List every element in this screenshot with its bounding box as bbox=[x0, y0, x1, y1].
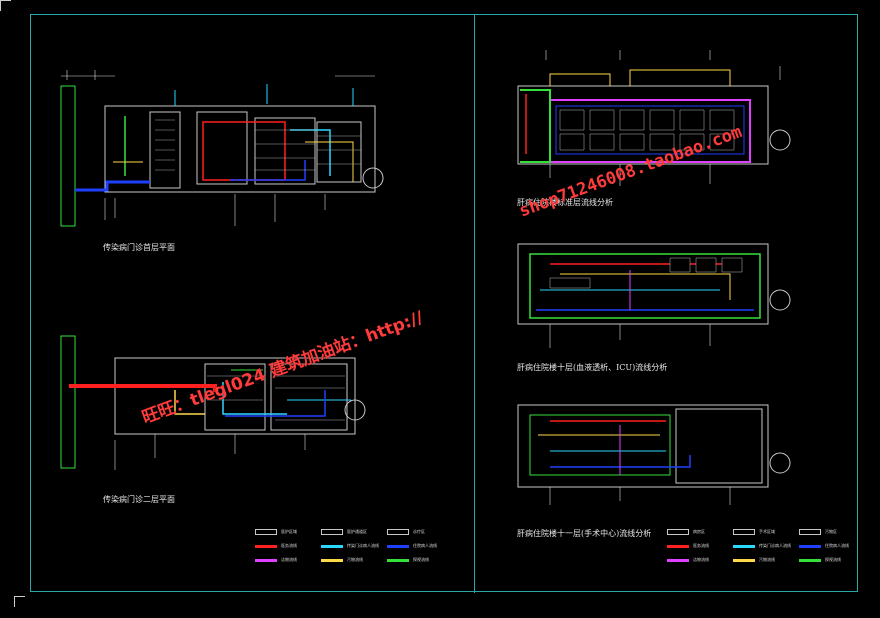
legend-label: 手术区域 bbox=[759, 529, 775, 534]
legend-label: 病房区 bbox=[693, 529, 705, 534]
drawing-sheet-frame bbox=[30, 14, 858, 593]
legend-item: 探视流线 bbox=[799, 556, 863, 564]
legend-swatch bbox=[321, 529, 343, 535]
legend-item: 病房区 bbox=[667, 528, 731, 536]
legend-swatch bbox=[667, 544, 689, 548]
legend-swatch bbox=[799, 529, 821, 535]
ucs-origin-mark bbox=[0, 0, 11, 11]
legend-swatch bbox=[387, 558, 409, 562]
legend-item: 住院病人流线 bbox=[799, 542, 863, 550]
legend-item: 传染门诊病人流线 bbox=[321, 542, 385, 550]
legend-label: 污物流线 bbox=[759, 557, 775, 562]
legend-swatch bbox=[733, 558, 755, 562]
outpatient-second-floor-plan bbox=[60, 335, 366, 470]
legend-item: 医护通道区 bbox=[321, 528, 385, 536]
left-top-caption: 传染病门诊首层平面 bbox=[103, 243, 175, 252]
legend-item: 医务流线 bbox=[667, 542, 731, 550]
legend-item: 污物流线 bbox=[321, 556, 385, 564]
legend-swatch bbox=[255, 529, 277, 535]
legend-label: 医务流线 bbox=[693, 543, 709, 548]
right-top-caption: 肝病住院楼标准层流线分析 bbox=[517, 198, 613, 207]
legend-label: 污物区 bbox=[825, 529, 837, 534]
legend-swatch bbox=[321, 544, 343, 548]
legend-swatch bbox=[733, 529, 755, 535]
legend-swatch bbox=[667, 558, 689, 562]
legend-item: 手术区域 bbox=[733, 528, 797, 536]
legend-swatch bbox=[799, 558, 821, 562]
legend-swatch bbox=[799, 544, 821, 548]
legend-label: 洁物流线 bbox=[281, 557, 297, 562]
legend-item: 污物区 bbox=[799, 528, 863, 536]
legend-swatch bbox=[667, 529, 689, 535]
legend-label: 医护区域 bbox=[281, 529, 297, 534]
legend-swatch bbox=[321, 558, 343, 562]
right-bot-caption: 肝病住院楼十一层(手术中心)流线分析 bbox=[517, 529, 652, 538]
legend-label: 住院病人流线 bbox=[413, 543, 437, 548]
legend-item: 洁物流线 bbox=[255, 556, 319, 564]
legend-label: 诊疗区 bbox=[413, 529, 425, 534]
right-legend: 病房区 手术区域 污物区医务流线 传染门诊病人流线 住院病人流线洁物流线 污物流线 探视流线 bbox=[667, 528, 863, 564]
legend-label: 传染门诊病人流线 bbox=[759, 543, 791, 548]
legend-swatch bbox=[255, 544, 277, 548]
ward-standard-floor-plan bbox=[517, 50, 791, 186]
legend-item: 诊疗区 bbox=[387, 528, 451, 536]
legend-label: 洁物流线 bbox=[693, 557, 709, 562]
legend-item: 污物流线 bbox=[733, 556, 797, 564]
ward-tenth-floor-plan bbox=[517, 243, 791, 348]
legend-label: 探视流线 bbox=[825, 557, 841, 562]
legend-item: 传染门诊病人流线 bbox=[733, 542, 797, 550]
legend-label: 医护通道区 bbox=[347, 529, 367, 534]
left-legend: 医护区域 医护通道区 诊疗区医务流线 传染门诊病人流线 住院病人流线洁物流线 污物流线 探视… bbox=[255, 528, 451, 564]
legend-swatch bbox=[387, 544, 409, 548]
legend-swatch bbox=[733, 544, 755, 548]
left-bottom-caption: 传染病门诊二层平面 bbox=[103, 495, 175, 504]
ucs-corner-mark bbox=[14, 596, 25, 607]
legend-item: 洁物流线 bbox=[667, 556, 731, 564]
legend-swatch bbox=[387, 529, 409, 535]
sheet-divider bbox=[474, 15, 475, 593]
legend-label: 污物流线 bbox=[347, 557, 363, 562]
legend-item: 探视流线 bbox=[387, 556, 451, 564]
ward-eleventh-floor-plan bbox=[517, 404, 791, 505]
legend-item: 住院病人流线 bbox=[387, 542, 451, 550]
legend-label: 探视流线 bbox=[413, 557, 429, 562]
legend-label: 住院病人流线 bbox=[825, 543, 849, 548]
legend-label: 医务流线 bbox=[281, 543, 297, 548]
legend-item: 医护区域 bbox=[255, 528, 319, 536]
right-mid-caption: 肝病住院楼十层(血液透析、ICU)流线分析 bbox=[517, 363, 668, 372]
legend-label: 传染门诊病人流线 bbox=[347, 543, 379, 548]
legend-item: 医务流线 bbox=[255, 542, 319, 550]
legend-swatch bbox=[255, 558, 277, 562]
outpatient-first-floor-plan bbox=[60, 70, 384, 227]
